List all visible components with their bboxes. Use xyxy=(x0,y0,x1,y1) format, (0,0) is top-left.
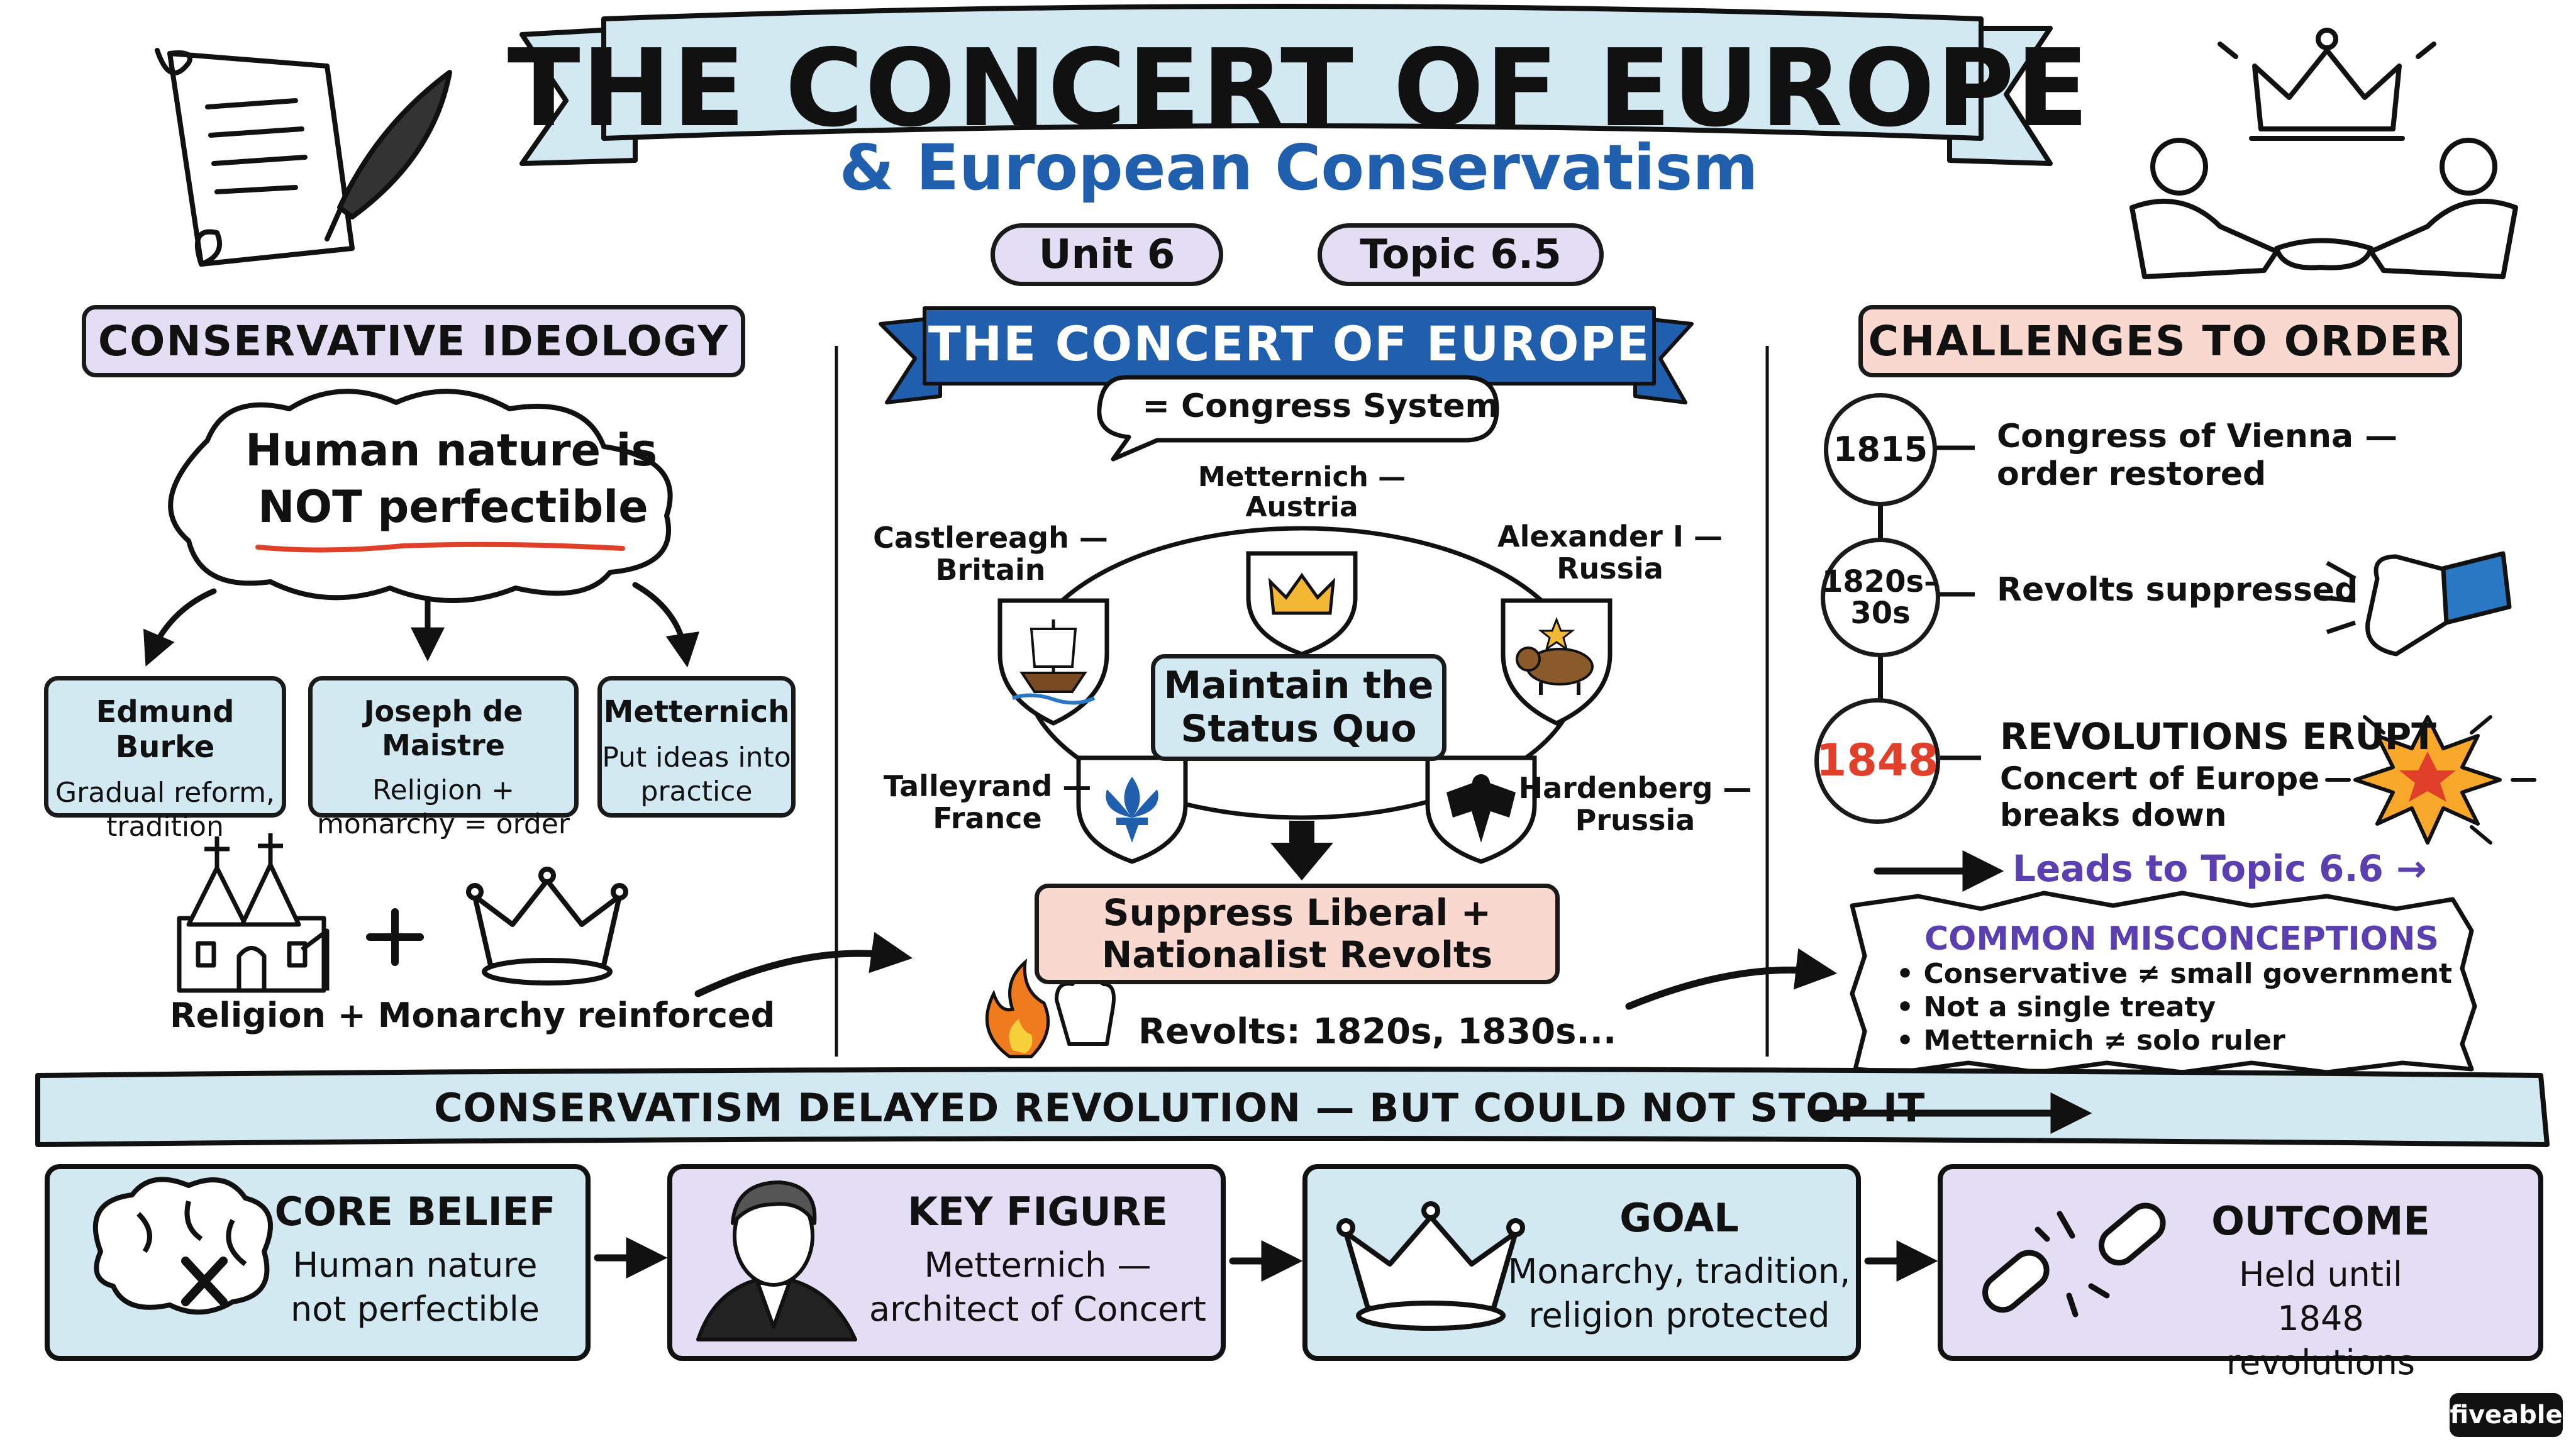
thinker-burke: Edmund Burke Gradual reform, tradition xyxy=(44,676,286,843)
leader-alexander: Alexander I — Russia xyxy=(1497,519,1723,586)
prussia-eagle-icon xyxy=(1425,755,1537,864)
topic-pill: Topic 6.5 xyxy=(1318,223,1604,286)
crown-icon xyxy=(466,867,628,985)
summary-desc: Monarchy, tradition, religion protected xyxy=(1507,1252,1851,1336)
center-banner-text: THE CONCERT OF EUROPE xyxy=(928,316,1651,372)
left-to-center-arrow xyxy=(694,931,913,997)
thinker-name: Joseph de Maistre xyxy=(364,694,523,762)
fire-fist-icon xyxy=(985,958,1116,1058)
goal-crown-icon xyxy=(1336,1201,1525,1331)
revolts-text: Revolts: 1820s, 1830s... xyxy=(1138,1011,1617,1052)
austria-crown-icon xyxy=(1246,551,1358,657)
broken-chain-icon xyxy=(1982,1202,2166,1318)
explosion-rays xyxy=(2325,715,2536,845)
cloud-text-line1: Human nature is xyxy=(245,425,658,476)
britain-ship-icon xyxy=(997,598,1109,726)
fist-hand-icon xyxy=(2320,551,2512,657)
concert-banner xyxy=(879,306,1694,404)
year-1848: 1848 xyxy=(1814,698,1940,824)
france-fleur-de-lis-icon xyxy=(1076,755,1188,864)
religion-monarchy-caption: Religion + Monarchy reinforced xyxy=(170,996,775,1035)
timeline-desc-1815: Congress of Vienna — order restored xyxy=(1997,418,2398,493)
status-quo-box: Maintain the Status Quo xyxy=(1151,654,1446,761)
cloud-not: NOT xyxy=(258,481,362,533)
summary-core-belief: CORE BELIEF Human nature not perfectible xyxy=(275,1189,556,1331)
thinker-metternich: Metternich Put ideas into practice xyxy=(597,676,796,818)
congress-system-text: = Congress System xyxy=(1142,387,1499,425)
misconception-item: • Not a single treaty xyxy=(1896,991,2216,1023)
summary-outcome: OUTCOME Held until 1848 revolutions xyxy=(2193,1198,2448,1385)
brain-icon xyxy=(92,1177,273,1315)
status-quo-text: Maintain the Status Quo xyxy=(1163,663,1434,751)
misconceptions-title: COMMON MISCONCEPTIONS xyxy=(1924,920,2439,958)
leader-metternich: Metternich — Austria xyxy=(1197,461,1406,524)
summary-arrows xyxy=(594,1237,1938,1282)
challenges-header: CHALLENGES TO ORDER xyxy=(1858,305,2462,377)
bottom-banner xyxy=(35,1067,2550,1147)
church-icon xyxy=(177,833,330,993)
leader-hardenberg: Hardenberg — Prussia xyxy=(1518,771,1752,837)
summary-title: GOAL xyxy=(1619,1195,1739,1241)
russia-bear-icon xyxy=(1501,598,1613,726)
misconception-item: • Metternich ≠ solo ruler xyxy=(1896,1024,2285,1057)
page-subtitle: & European Conservatism xyxy=(839,131,1758,204)
portrait-icon xyxy=(696,1180,857,1341)
summary-desc: Metternich — architect of Concert xyxy=(869,1245,1206,1330)
thinker-name: Metternich xyxy=(603,694,790,730)
thinker-name: Edmund Burke xyxy=(96,694,235,765)
year-1820s: 1820s– 30s xyxy=(1821,538,1940,657)
cloud-text-line2: NOT perfectible xyxy=(258,483,648,531)
summary-desc: Human nature not perfectible xyxy=(291,1245,540,1330)
summary-title: CORE BELIEF xyxy=(274,1189,556,1235)
year-1815: 1815 xyxy=(1824,393,1937,506)
explosion-core xyxy=(2399,752,2456,802)
thinker-desc: Put ideas into practice xyxy=(602,741,791,808)
crown-handshake-icon xyxy=(2129,28,2518,279)
page-title: THE CONCERT OF EUROPE xyxy=(507,26,2090,151)
cloud-underline xyxy=(255,541,625,553)
summary-goal: GOAL Monarchy, tradition, religion prote… xyxy=(1508,1195,1851,1338)
summary-title: OUTCOME xyxy=(2211,1198,2430,1244)
conservative-ideology-header: CONSERVATIVE IDEOLOGY xyxy=(82,305,745,377)
timeline-desc-1848: Concert of Europe breaks down xyxy=(2000,760,2320,833)
fiveable-logo: fiveable xyxy=(2450,1393,2563,1437)
summary-key-figure: KEY FIGURE Metternich — architect of Con… xyxy=(869,1189,1206,1331)
title-ribbon xyxy=(519,4,2053,166)
thinker-maistre: Joseph de Maistre Religion + monarchy = … xyxy=(308,676,579,840)
summary-title: KEY FIGURE xyxy=(908,1189,1168,1235)
cloud-arrows xyxy=(143,582,700,668)
thinker-desc: Religion + monarchy = order xyxy=(316,774,570,840)
bottom-banner-text: CONSERVATISM DELAYED REVOLUTION — BUT CO… xyxy=(434,1085,1926,1131)
leader-castlereagh: Castlereagh — Britain xyxy=(873,521,1108,587)
scroll-quill-icon xyxy=(155,48,452,267)
timeline-desc-1820s: Revolts suppressed xyxy=(1997,571,2358,609)
misconception-item: • Conservative ≠ small government xyxy=(1896,958,2453,990)
revolutions-erupt: REVOLUTIONS ERUPT xyxy=(2000,715,2436,758)
x-mark-icon xyxy=(181,1257,228,1306)
cloud-perfectible: perfectible xyxy=(377,481,648,533)
leads-to-topic-link[interactable]: Leads to Topic 6.6 → xyxy=(2012,847,2427,890)
center-to-right-arrow xyxy=(1625,948,1838,1010)
suppress-box: Suppress Liberal + Nationalist Revolts xyxy=(1035,884,1560,984)
leader-talleyrand: Talleyrand — France xyxy=(883,769,1092,835)
unit-pill: Unit 6 xyxy=(991,223,1223,286)
down-arrow-icon xyxy=(1270,821,1333,880)
plus-sign xyxy=(366,908,424,966)
suppress-text: Suppress Liberal + Nationalist Revolts xyxy=(1101,891,1493,976)
summary-desc: Held until 1848 revolutions xyxy=(2226,1255,2416,1383)
thinker-desc: Gradual reform, tradition xyxy=(55,777,275,843)
congress-bubble xyxy=(1097,375,1499,462)
